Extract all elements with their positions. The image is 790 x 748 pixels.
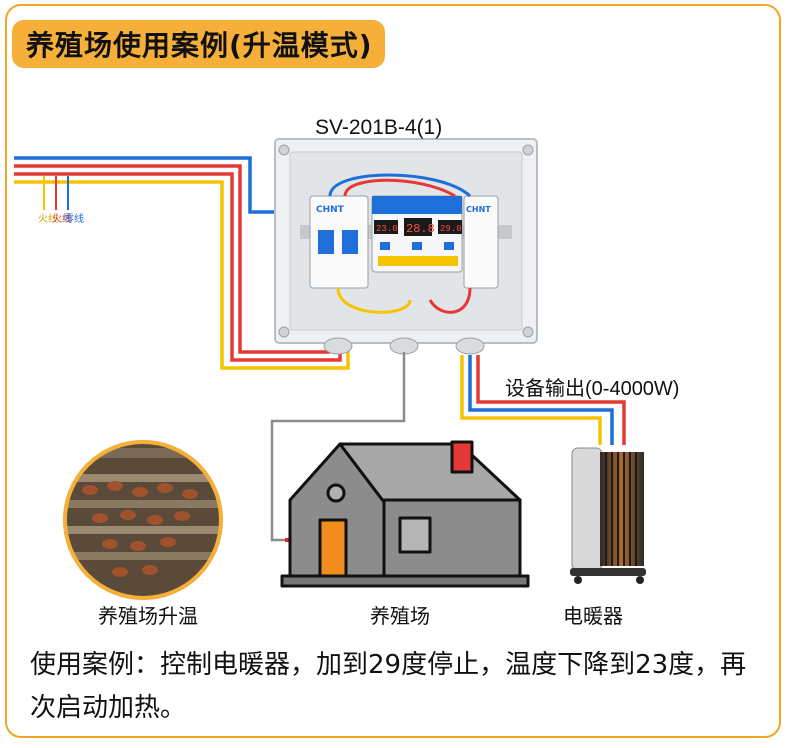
wire-label-live-1: 火线 bbox=[38, 212, 58, 225]
wire-label-neutral: 零线 bbox=[64, 212, 84, 225]
caption-farm-photo: 养殖场升温 bbox=[98, 604, 198, 628]
control-box: CHNT CHNT bbox=[274, 138, 538, 355]
farm-house bbox=[280, 440, 530, 588]
description-text: 使用案例：控制电暖器，加到29度停止，温度下降到23度，再次启动加热。 bbox=[30, 650, 747, 723]
svg-text:CHNT: CHNT bbox=[466, 205, 491, 214]
svg-text:CHNT: CHNT bbox=[316, 205, 345, 215]
wire-label-live-2: 火线 bbox=[52, 212, 72, 225]
page-title: 养殖场使用案例(升温模式) bbox=[12, 20, 385, 68]
heater bbox=[570, 447, 646, 584]
wire-tags: 火线 火线 零线 bbox=[38, 176, 84, 225]
card-frame bbox=[5, 4, 781, 738]
display-high: 29.0 bbox=[440, 224, 462, 234]
farm-photo bbox=[63, 440, 223, 600]
output-label: 设备输出(0-4000W) bbox=[505, 378, 680, 400]
output-wires bbox=[460, 355, 626, 445]
display-current: 28.8 bbox=[406, 222, 435, 236]
model-label: SV-201B-4(1) bbox=[315, 116, 443, 139]
display-low: 23.0 bbox=[376, 224, 398, 234]
caption-heater: 电暖器 bbox=[563, 604, 623, 628]
caption-farm-house: 养殖场 bbox=[370, 604, 430, 628]
